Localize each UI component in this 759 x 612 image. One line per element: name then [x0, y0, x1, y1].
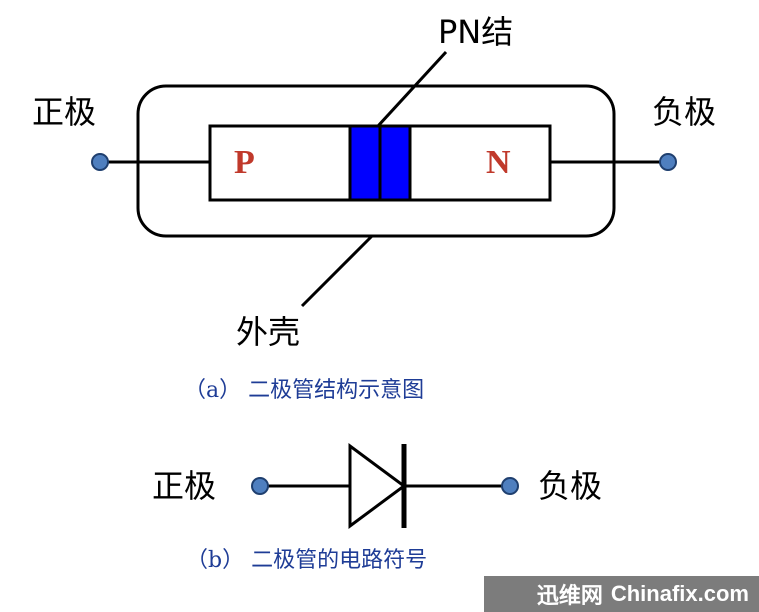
pn-junction-n-side — [378, 124, 412, 202]
anode-label: 正极 — [32, 93, 97, 131]
cathode-terminal — [659, 153, 677, 171]
pn-junction-p-side — [348, 124, 382, 202]
n-region-label: N — [486, 144, 511, 181]
p-region-label: P — [234, 144, 255, 181]
watermark-en: Chinafix.com — [610, 581, 749, 606]
pn-junction-label: PN结 — [438, 13, 514, 51]
watermark-cn: 迅维网 — [536, 583, 603, 608]
diode-triangle — [348, 443, 407, 529]
case-label: 外壳 — [236, 313, 301, 351]
symbol-cathode-terminal — [501, 477, 519, 495]
symbol-cathode-label: 负极 — [538, 467, 603, 505]
symbol-anode-terminal — [251, 477, 269, 495]
symbol-caption: （b） 二极管的电路符号 — [186, 548, 428, 573]
pn-leader-line — [376, 50, 448, 128]
watermark: 迅维网 Chinafix.com — [484, 576, 759, 612]
structure-caption: （a） 二极管结构示意图 — [184, 378, 425, 403]
case-leader-line — [300, 234, 374, 308]
symbol-anode-label: 正极 — [152, 467, 217, 505]
anode-terminal — [91, 153, 109, 171]
cathode-label: 负极 — [652, 93, 717, 131]
